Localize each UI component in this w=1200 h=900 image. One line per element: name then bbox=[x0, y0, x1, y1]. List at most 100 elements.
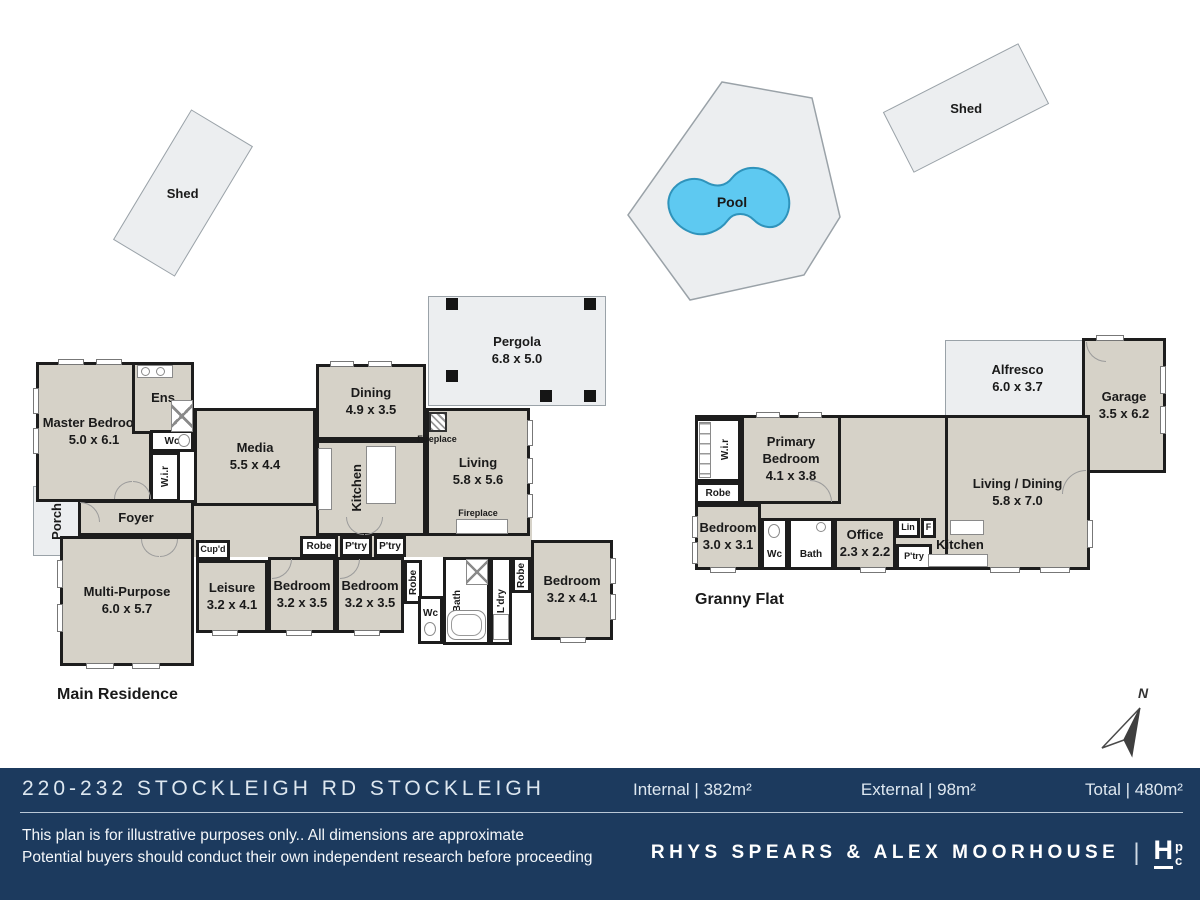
kitchen-bench bbox=[950, 520, 984, 535]
room-linen: Lin bbox=[896, 518, 920, 538]
room-bath-granny: Bath bbox=[788, 518, 834, 570]
fireplace-label: Fireplace bbox=[417, 434, 457, 444]
basin-icon bbox=[141, 367, 150, 376]
window bbox=[33, 428, 39, 454]
pergola-post bbox=[540, 390, 552, 402]
room-name: P'try bbox=[379, 541, 401, 552]
room-robe-granny: Robe bbox=[695, 482, 741, 504]
room-name: Bath bbox=[452, 589, 463, 613]
room-name: Bedroom bbox=[341, 578, 399, 594]
room-name: Alfresco bbox=[991, 361, 1044, 377]
window bbox=[33, 388, 39, 414]
window bbox=[58, 359, 84, 365]
room-name: Ens bbox=[151, 389, 175, 405]
agents-row: RHYS SPEARS & ALEX MOORHOUSE | H p c bbox=[651, 837, 1183, 869]
room-fridge: F bbox=[921, 518, 936, 538]
room-name: Foyer bbox=[118, 509, 154, 525]
window bbox=[96, 359, 122, 365]
room-wir: W.i.r bbox=[150, 452, 180, 502]
room-wc-2: Wc bbox=[418, 596, 443, 644]
room-dims: 6.0 x 5.7 bbox=[101, 601, 153, 616]
window bbox=[610, 594, 616, 620]
room-dims: 4.9 x 3.5 bbox=[345, 402, 397, 417]
room-name: Multi-Purpose bbox=[83, 584, 171, 600]
north-label: N bbox=[1138, 685, 1149, 701]
logo-letter-c: c bbox=[1175, 852, 1183, 868]
room-media: Media 5.5 x 4.4 bbox=[194, 408, 316, 506]
room-multi-purpose: Multi-Purpose 6.0 x 5.7 bbox=[60, 536, 194, 666]
room-robe: Robe bbox=[404, 560, 422, 604]
room-dims: 5.5 x 4.4 bbox=[229, 457, 281, 472]
fireplace-icon bbox=[429, 412, 447, 432]
shed-left: Shed bbox=[112, 109, 254, 277]
island-bench bbox=[366, 446, 396, 504]
room-name: Leisure bbox=[208, 579, 256, 595]
fireplace-label: Fireplace bbox=[458, 508, 498, 518]
room-dims: 5.8 x 7.0 bbox=[992, 492, 1043, 508]
fireplace-icon bbox=[456, 519, 508, 534]
room-leisure: Leisure 3.2 x 4.1 bbox=[196, 560, 268, 633]
window bbox=[756, 412, 780, 418]
internal-area: Internal | 382m² bbox=[633, 780, 752, 799]
window bbox=[560, 637, 586, 643]
room-name: Pergola bbox=[493, 334, 541, 350]
window bbox=[1160, 406, 1166, 434]
kitchen-appliances bbox=[318, 448, 332, 510]
room-bedroom-granny: Bedroom 3.0 x 3.1 bbox=[695, 504, 761, 570]
toilet-icon bbox=[178, 434, 190, 447]
disclaimer-line-2: Potential buyers should conduct their ow… bbox=[22, 849, 593, 866]
room-name: Primary Bedroom bbox=[762, 434, 820, 467]
window bbox=[57, 604, 63, 632]
granny-flat-label: Granny Flat bbox=[695, 591, 784, 608]
separator-bar: | bbox=[1133, 839, 1140, 867]
room-name: Wc bbox=[164, 435, 180, 447]
north-arrow-fill bbox=[1123, 707, 1141, 758]
room-dims: 6.8 x 5.0 bbox=[491, 351, 543, 366]
room-dims: 3.0 x 3.1 bbox=[702, 537, 754, 552]
window bbox=[527, 420, 533, 446]
pergola-post bbox=[584, 390, 596, 402]
room-dims: 2.3 x 2.2 bbox=[839, 544, 891, 559]
disclaimer: This plan is for illustrative purposes o… bbox=[22, 825, 592, 869]
total-area: Total | 480m² bbox=[1085, 780, 1183, 799]
shed-label: Shed bbox=[167, 185, 199, 201]
window bbox=[286, 630, 312, 636]
room-name: F bbox=[925, 522, 932, 533]
window bbox=[798, 412, 822, 418]
room-name: Robe bbox=[705, 487, 731, 499]
room-dims: 3.5 x 6.2 bbox=[1098, 405, 1150, 421]
room-cupboard: Cup'd bbox=[196, 540, 230, 560]
room-name: Media bbox=[236, 440, 274, 456]
room-dims: 6.0 x 3.7 bbox=[992, 378, 1043, 394]
room-name: Living bbox=[458, 455, 498, 471]
window bbox=[1040, 567, 1070, 573]
room-name: Lin bbox=[901, 522, 915, 533]
room-dims: 5.0 x 6.1 bbox=[68, 432, 120, 447]
window bbox=[860, 567, 886, 573]
room-name: Bedroom bbox=[699, 520, 757, 536]
room-name: Wc bbox=[767, 549, 782, 560]
pool-label: Pool bbox=[717, 194, 747, 210]
window bbox=[1160, 366, 1166, 394]
window bbox=[1096, 335, 1124, 341]
window bbox=[710, 567, 736, 573]
room-name: Master Bedroom bbox=[42, 415, 146, 431]
pool-water bbox=[667, 166, 791, 236]
room-pantry: P'try bbox=[340, 536, 372, 557]
room-name: Robe bbox=[407, 569, 419, 595]
footer-bar: 220-232 STOCKLEIGH RD STOCKLEIGH Interna… bbox=[0, 768, 1200, 900]
window bbox=[368, 361, 392, 367]
room-name: W.i.r bbox=[159, 466, 171, 488]
window bbox=[212, 630, 238, 636]
window bbox=[132, 663, 160, 669]
pergola-post bbox=[584, 298, 596, 310]
shed-label: Shed bbox=[950, 100, 982, 116]
room-name: Bedroom bbox=[273, 578, 331, 594]
footer-divider bbox=[20, 812, 1183, 813]
room-dims: 3.2 x 4.1 bbox=[546, 590, 598, 605]
room-garage: Garage 3.5 x 6.2 bbox=[1082, 338, 1166, 473]
room-name: Wc bbox=[423, 608, 438, 619]
logo-letter-p: p bbox=[1175, 839, 1183, 854]
room-pantry-granny: P'try bbox=[896, 544, 932, 570]
